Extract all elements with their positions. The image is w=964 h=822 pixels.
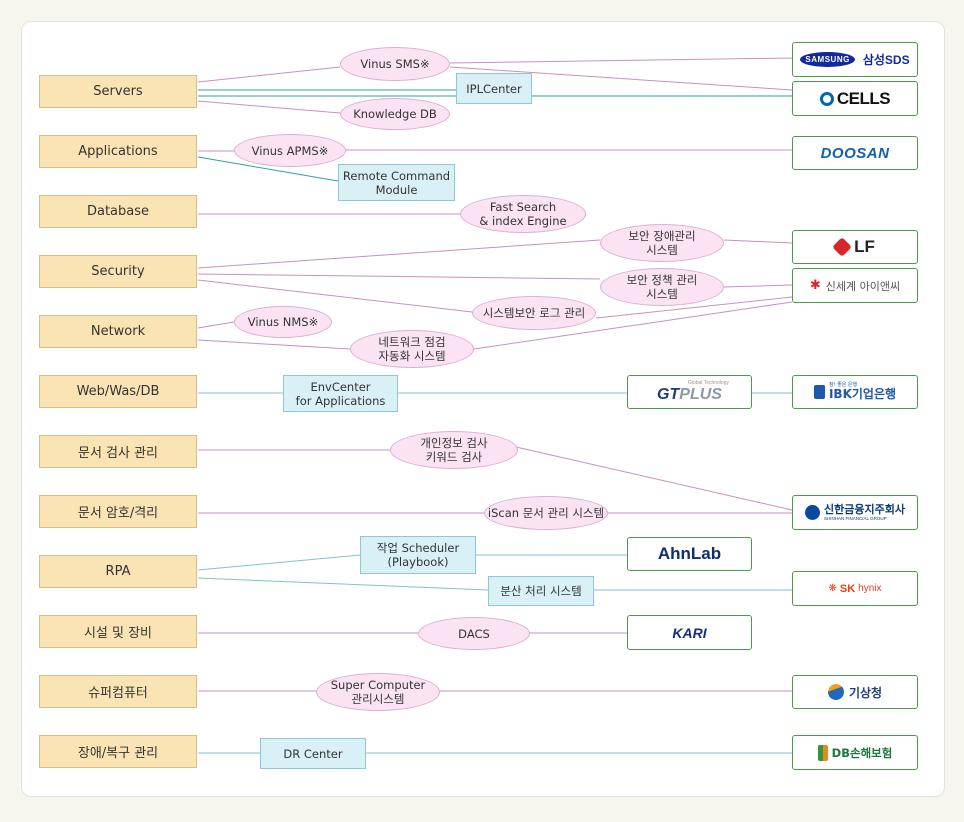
logo-samsung-sds: SAMSUNG 삼성SDS (792, 42, 918, 77)
line-secpolicy-shinsegae (723, 284, 793, 288)
line-rpa-scheduler (197, 554, 361, 571)
category-doc-inspection: 문서 검사 관리 (39, 435, 197, 468)
line-rpa-distributed (197, 577, 489, 591)
node-iplcenter: IPLCenter (456, 73, 532, 104)
logo-kari: KARI (627, 615, 752, 650)
node-iscan: iScan 문서 관리 시스템 (484, 496, 608, 530)
line-netcheck-shinsegae (473, 301, 793, 350)
node-fast-search: Fast Search & index Engine (460, 195, 586, 233)
category-facility: 시설 및 장비 (39, 615, 197, 648)
node-knowledge-db: Knowledge DB (340, 98, 450, 130)
logo-qcells: CELLS (792, 81, 918, 116)
node-security-log: 시스템보안 로그 관리 (472, 296, 596, 330)
shinsegae-flower-icon: ✱ (809, 278, 821, 293)
node-vinus-nms: Vinus NMS※ (234, 306, 332, 338)
node-dr-center: DR Center (260, 738, 366, 769)
ibk-mark-icon (813, 385, 825, 399)
category-database: Database (39, 195, 197, 228)
node-scheduler: 작업 Scheduler (Playbook) (360, 536, 476, 574)
logo-shinhan: 신한금융지주회사 SHINHAN FINANCIAL GROUP (792, 495, 918, 530)
node-security-policy: 보안 정책 관리 시스템 (600, 268, 724, 306)
node-vinus-apms: Vinus APMS※ (234, 134, 346, 167)
node-privacy-check: 개인정보 검사 키워드 검사 (390, 431, 518, 469)
line-security-secfault (197, 239, 601, 269)
line-security-secpolicy (197, 273, 601, 280)
logo-db-insurance: DB손해보험 (792, 735, 918, 770)
logo-ibk: 참! 좋은 은행 IBK기업은행 (792, 375, 918, 409)
category-applications: Applications (39, 135, 197, 168)
category-network: Network (39, 315, 197, 348)
logo-kma: 기상청 (792, 675, 918, 709)
kma-globe-icon (827, 684, 844, 700)
line-servers-vinussms (197, 66, 341, 83)
line-vinussms-samsung (449, 57, 793, 64)
line-privacy-shinhan (515, 446, 793, 511)
logo-gtplus: Global Technology GTPLUS (627, 375, 752, 409)
logo-doosan: DOOSAN (792, 136, 918, 170)
line-network-vinusnms (197, 321, 235, 329)
line-seclog-shinsegae (595, 296, 793, 319)
category-servers: Servers (39, 75, 197, 108)
shinhan-mark-icon (805, 505, 821, 520)
node-security-fault: 보안 장애관리 시스템 (600, 224, 724, 262)
node-remote-command: Remote Command Module (338, 164, 455, 201)
logo-lf: LF (792, 230, 918, 264)
node-supercomputer: Super Computer 관리시스템 (316, 673, 440, 711)
logo-skhynix: ❋ SK hynix (792, 571, 918, 606)
category-doc-encryption: 문서 암호/격리 (39, 495, 197, 528)
sk-butterfly-icon: ❋ (828, 583, 837, 594)
node-vinus-sms: Vinus SMS※ (340, 47, 450, 81)
node-envcenter: EnvCenter for Applications (283, 375, 398, 412)
line-apps-remotecmd (197, 156, 339, 182)
node-dacs: DACS (418, 617, 530, 650)
line-secfault-lf (723, 239, 793, 244)
category-dr: 장애/복구 관리 (39, 735, 197, 768)
node-distributed: 분산 처리 시스템 (488, 576, 594, 606)
line-security-seclog (197, 279, 473, 313)
category-supercomputer: 슈퍼컴퓨터 (39, 675, 197, 708)
line-servers-knowledge (197, 100, 341, 114)
category-rpa: RPA (39, 555, 197, 588)
db-mark-icon (817, 744, 828, 761)
lf-mark-icon (832, 237, 853, 257)
logo-shinsegae: ✱ 신세계 아이앤씨 (792, 268, 918, 303)
line-vinussms-qcells (449, 66, 793, 91)
logo-ahnlab: AhnLab (627, 537, 752, 571)
qcells-q-icon (819, 91, 834, 106)
node-network-check: 네트워크 점검 자동화 시스템 (350, 330, 474, 368)
line-network-netcheck (197, 339, 351, 350)
category-web-was-db: Web/Was/DB (39, 375, 197, 408)
category-security: Security (39, 255, 197, 288)
